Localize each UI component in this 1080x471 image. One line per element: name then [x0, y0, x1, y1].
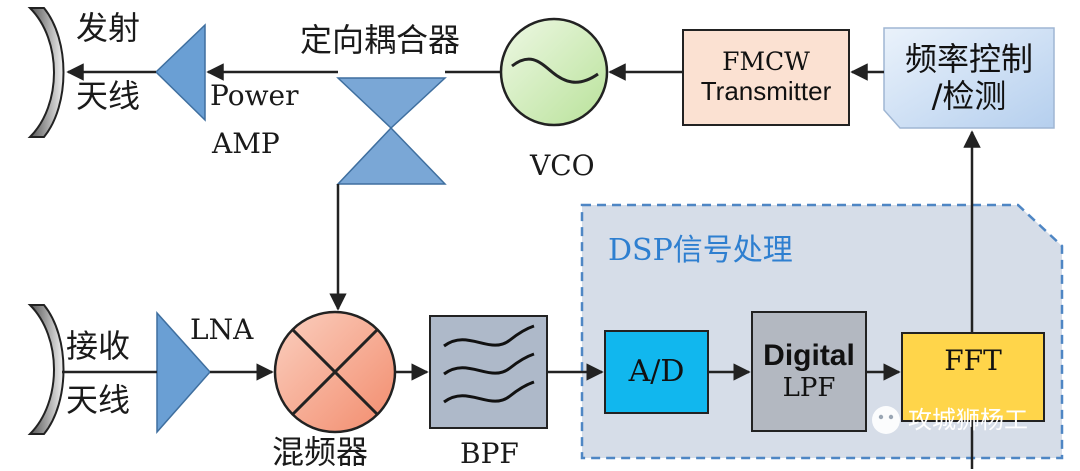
fmcw-label: FMCW Transmitter [683, 30, 849, 125]
rx-antenna-icon [27, 304, 65, 435]
mixer-cross-icon [291, 328, 379, 416]
freq-ctrl-label: 频率控制 /检测 [884, 28, 1054, 128]
sine-wave-icon [511, 57, 599, 84]
lna-label: LNA [190, 313, 254, 346]
fmcw-box [682, 29, 850, 126]
lpf-box [751, 311, 867, 432]
tx-antenna-label-1: 发射 [76, 9, 141, 47]
fft-box [901, 332, 1045, 422]
vco-label: VCO [530, 149, 595, 182]
wechat-icon [872, 406, 900, 434]
tx-antenna-label-2: 天线 [76, 77, 141, 115]
dsp-title: DSP信号处理 [608, 233, 793, 268]
power-amp-triangle-icon [154, 23, 206, 122]
watermark: 攻城狮杨工 [908, 406, 1028, 434]
coupler-hourglass-icon [336, 77, 447, 130]
ad-label: A/D [628, 353, 685, 389]
fft-label: FFT [944, 343, 1002, 377]
lpf-label-2: LPF [782, 372, 836, 403]
bpf-waves-icon [443, 324, 535, 404]
freq-ctrl-label-2: /检测 [931, 77, 1007, 115]
freq-ctrl-label-1: 频率控制 [904, 40, 1033, 79]
fmcw-label-1: FMCW [722, 47, 810, 77]
bpf-label: BPF [460, 437, 519, 470]
freq-ctrl-box [883, 27, 1055, 129]
fmcw-label-2: Transmitter [700, 75, 832, 106]
power-amp-label-1: Power [210, 79, 299, 112]
rx-antenna-label-2: 天线 [66, 381, 131, 419]
power-amp-label-2: AMP [212, 127, 280, 160]
mixer-label: 混频器 [272, 433, 369, 471]
lpf-label-1: Digital [763, 339, 855, 373]
tx-antenna-icon [27, 7, 65, 138]
coupler-label: 定向耦合器 [300, 21, 461, 59]
rx-antenna-label-1: 接收 [66, 327, 131, 365]
lpf-label: Digital LPF [752, 312, 866, 431]
